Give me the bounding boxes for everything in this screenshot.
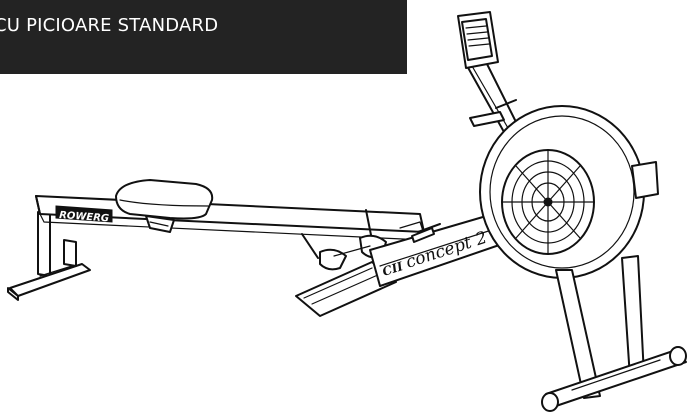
monitor-arm — [465, 57, 519, 133]
front-stand — [7, 211, 91, 301]
caption-text: CU PICIOARE STANDARD — [0, 15, 219, 36]
rail-brand-plate: ROWERG — [55, 205, 113, 224]
seat — [115, 179, 214, 233]
rail-brand-label: ROWERG — [59, 210, 110, 224]
brand-logo-mark: CII — [381, 259, 405, 279]
handle — [411, 223, 441, 243]
performance-monitor — [457, 11, 499, 69]
caption-banner: CU PICIOARE STANDARD — [0, 0, 407, 74]
rear-legs — [541, 255, 687, 412]
flywheel-housing — [479, 105, 659, 279]
